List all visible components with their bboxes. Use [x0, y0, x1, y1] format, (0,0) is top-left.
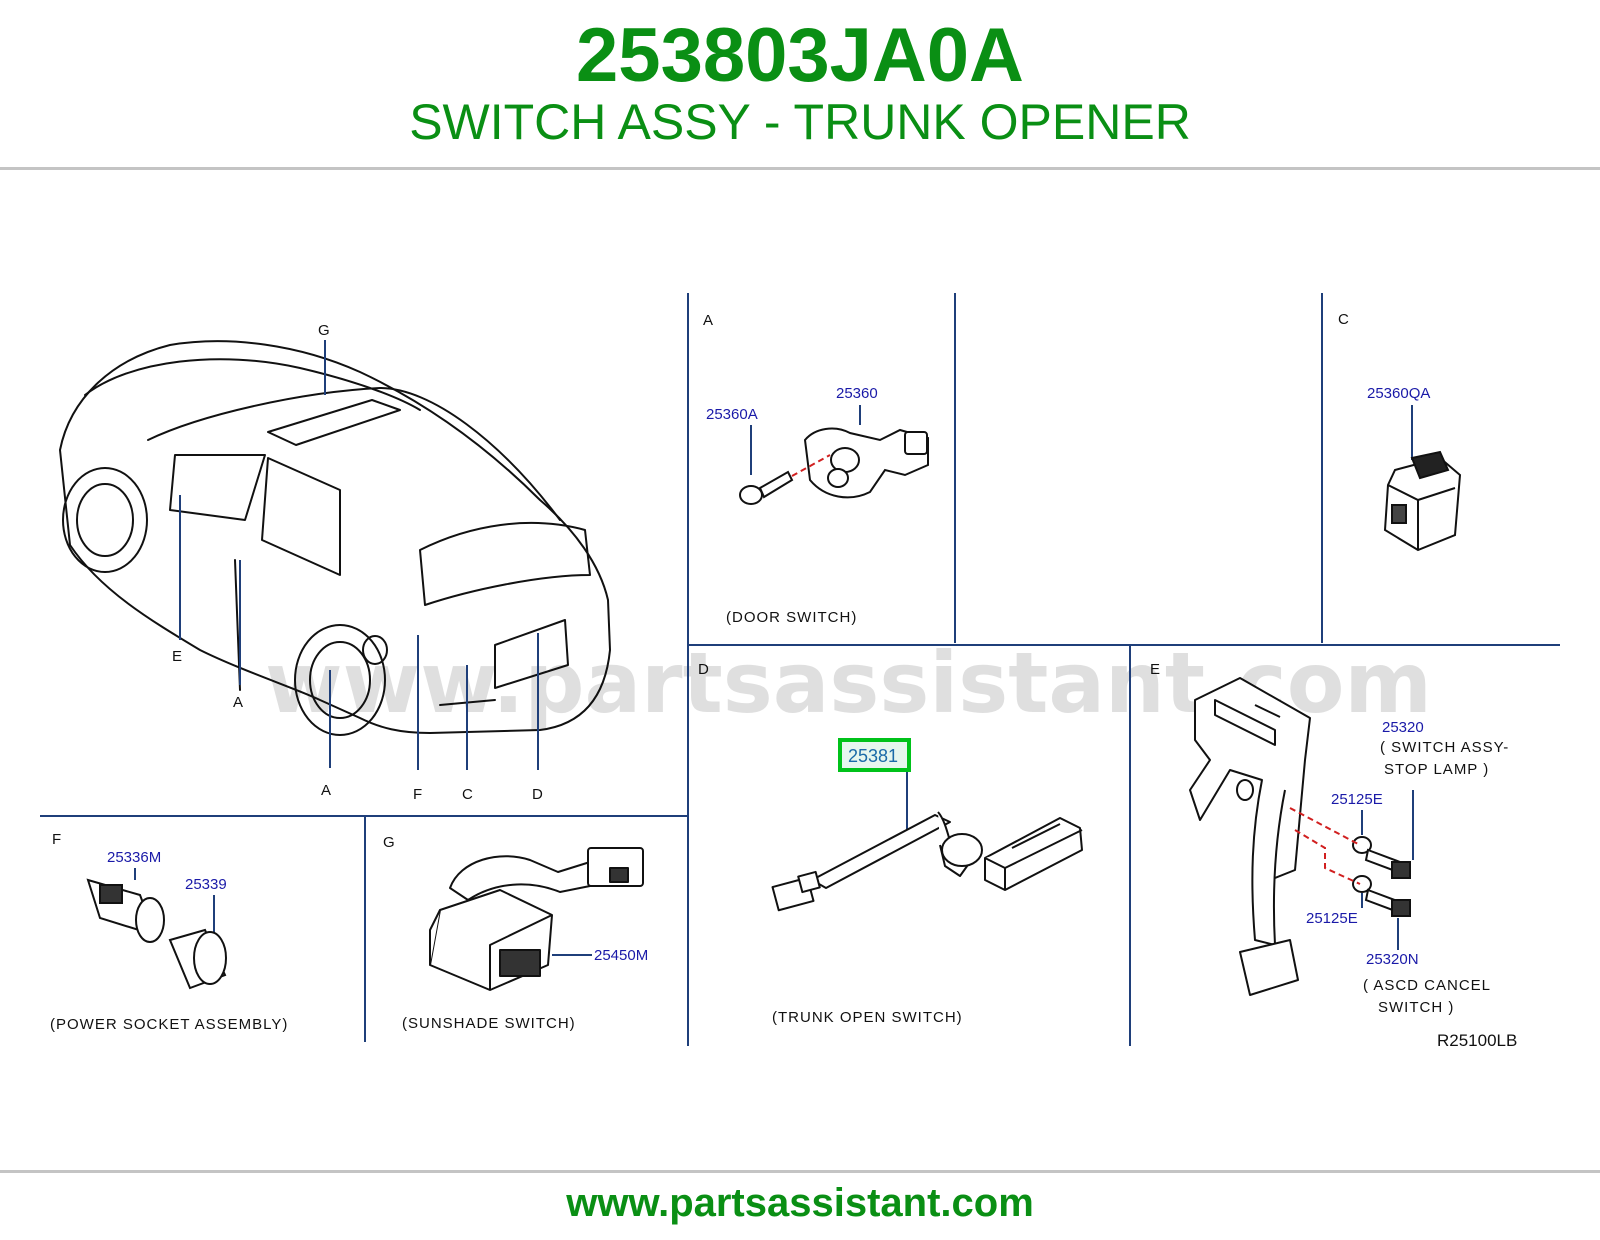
- overview-label-a-door: A: [233, 694, 243, 711]
- panel-e-letter: E: [1150, 661, 1160, 678]
- panel-g-sunshade-switch: G 25450M (SUNSHADE SWITCH): [383, 834, 648, 1032]
- panel-g-letter: G: [383, 834, 395, 851]
- part-25360-label: 25360: [836, 385, 878, 402]
- overview-label-d: D: [532, 786, 543, 803]
- vehicle-overview-drawing: [59, 340, 611, 736]
- overview-label-c: C: [462, 786, 473, 803]
- panel-a-caption: (DOOR SWITCH): [726, 609, 857, 626]
- part-25381-label: 25381: [848, 746, 898, 766]
- diagram-reference-code: R25100LB: [1437, 1031, 1517, 1050]
- panel-e-pedal-switches: E 25320 ( SWITCH ASSY- STOP LAMP ) 25125…: [1150, 661, 1509, 1016]
- panel-f-caption: (POWER SOCKET ASSEMBLY): [50, 1016, 288, 1033]
- panel-a-door-switch: A 25360A 25360 (DOOR SWITCH): [703, 312, 929, 626]
- part-25125e-lower-label: 25125E: [1306, 910, 1358, 927]
- power-socket-icon: [86, 878, 165, 943]
- brake-pedal-icon: [1189, 677, 1311, 996]
- part-25360qa-label: 25360QA: [1367, 385, 1430, 402]
- door-switch-icon: [803, 427, 929, 499]
- panel-f-power-socket: F 25336M 25339 (POWER SOCKET ASSEMBLY): [50, 831, 288, 1033]
- part-25360a-label: 25360A: [706, 406, 758, 423]
- door-switch-screw-icon: [739, 470, 794, 505]
- overview-leaders: [179, 340, 539, 770]
- panel-c-switch: C 25360QA: [1338, 311, 1462, 552]
- panel-f-letter: F: [52, 831, 61, 848]
- panel-a-letter: A: [703, 312, 713, 329]
- part-number-title: 253803JA0A: [576, 13, 1024, 98]
- overview-label-e: E: [172, 648, 182, 665]
- stop-lamp-switch-icon: [1352, 836, 1411, 879]
- overview-label-a-lower: A: [321, 782, 331, 799]
- part-25339-label: 25339: [185, 876, 227, 893]
- part-25320-label: 25320: [1382, 719, 1424, 736]
- socket-cap-icon: [168, 928, 227, 990]
- panel-g-caption: (SUNSHADE SWITCH): [402, 1015, 576, 1032]
- panel-d-trunk-open-switch: D 25381 (TRUNK OPEN SWITCH): [698, 661, 1083, 1026]
- ascd-note-line2: SWITCH ): [1378, 999, 1454, 1016]
- part-25450m-label: 25450M: [594, 947, 648, 964]
- ascd-cancel-switch-icon: [1352, 875, 1411, 917]
- panel-d-caption: (TRUNK OPEN SWITCH): [772, 1009, 963, 1026]
- ascd-note-line1: ( ASCD CANCEL: [1363, 977, 1491, 994]
- header-divider: [0, 167, 1600, 170]
- highlight-box-25381: [838, 738, 911, 772]
- panel-c-letter: C: [1338, 311, 1349, 328]
- part-25125e-upper-label: 25125E: [1331, 791, 1383, 808]
- footer-divider: [0, 1170, 1600, 1173]
- panel-d-letter: D: [698, 661, 709, 678]
- trunk-open-switch-icon: [771, 811, 1083, 912]
- footer-website-link[interactable]: www.partsassistant.com: [566, 1181, 1034, 1225]
- part-description: SWITCH ASSY - TRUNK OPENER: [409, 94, 1191, 150]
- overview-location-labels: G E A A F C D: [172, 322, 543, 803]
- overview-label-g: G: [318, 322, 330, 339]
- part-25320n-label: 25320N: [1366, 951, 1419, 968]
- part-25336m-label: 25336M: [107, 849, 161, 866]
- overview-label-f: F: [413, 786, 422, 803]
- switch-25360qa-icon: [1383, 450, 1462, 552]
- stop-lamp-note-line2: STOP LAMP ): [1384, 761, 1489, 778]
- panel-dividers: [40, 293, 1560, 1046]
- stop-lamp-note-line1: ( SWITCH ASSY-: [1380, 739, 1509, 756]
- sunshade-switch-icon: [429, 847, 644, 991]
